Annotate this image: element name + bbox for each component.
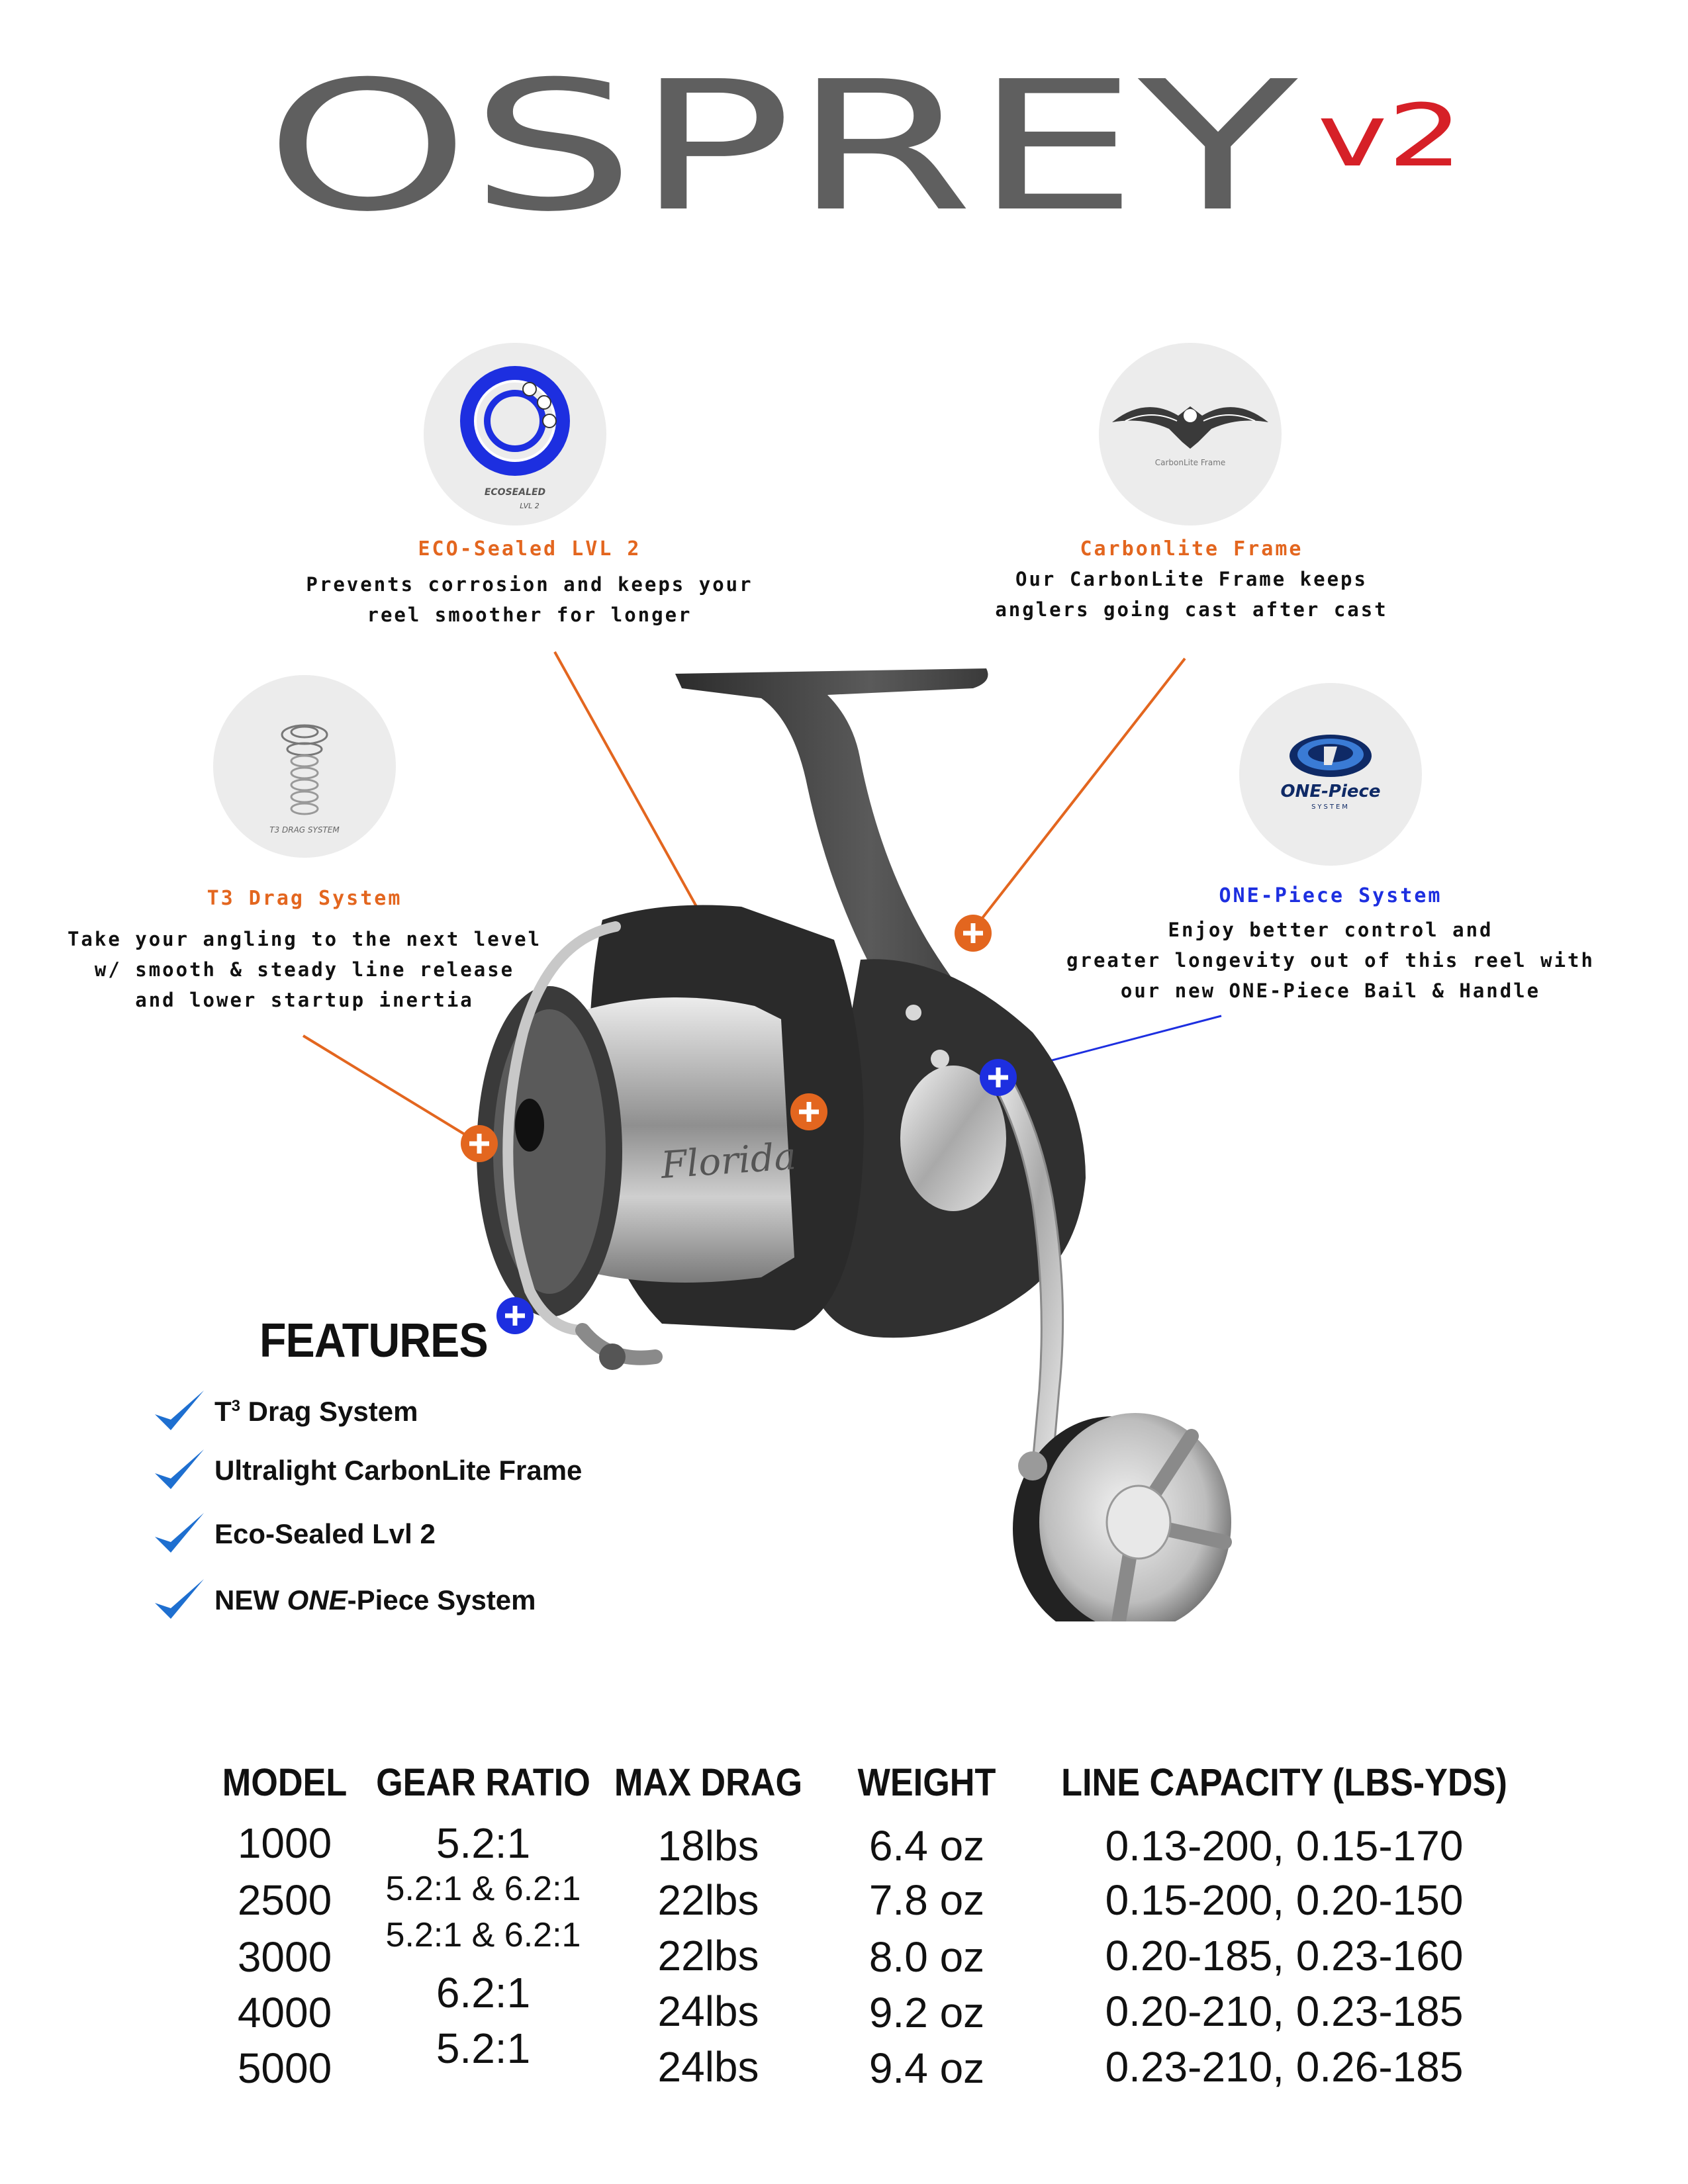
table-cell-model: 2500 (237, 1876, 332, 1924)
feature-item: T3 Drag System (151, 1385, 418, 1438)
onepiece-line: our new ONE-Piece Bail & Handle (1120, 979, 1541, 1002)
features-heading: FEATURES (259, 1314, 489, 1367)
drag-knob (515, 1099, 544, 1152)
carbon-line: Our CarbonLite Frame keeps (1015, 568, 1368, 590)
table-cell-weight: 9.2 oz (868, 1989, 985, 2036)
carbon-badge: CarbonLite Frame (1099, 343, 1282, 525)
checkmark-icon (155, 1579, 204, 1619)
screw-icon (931, 1050, 949, 1068)
rotor-cap (900, 1066, 1006, 1211)
table-cell-gear: 5.2:1 (436, 1819, 531, 1867)
table-cell-weight: 9.4 oz (868, 2044, 985, 2092)
table-cell-gear: 6.2:1 (436, 1969, 531, 2017)
table-cell-drag: 18lbs (657, 1822, 759, 1870)
header-line-capacity: LINE CAPACITY (LBS-YDS) (1061, 1761, 1507, 1804)
eco-title: ECO-Sealed LVL 2 (418, 537, 641, 561)
onepiece-badge-sub: SYSTEM (1311, 803, 1350, 811)
onepiece-logo-icon: ONE-Piece SYSTEM (1280, 735, 1381, 811)
reel-spool (576, 997, 794, 1283)
feature-label: NEW ONE-Piece System (214, 1584, 536, 1615)
table-cell-weight: 7.8 oz (868, 1876, 985, 1924)
version-label: v2 (1317, 85, 1463, 186)
feature-label: T3 Drag System (214, 1396, 418, 1427)
screw-icon (906, 1005, 921, 1021)
handle-pivot (1018, 1451, 1047, 1480)
eco-description: Prevents corrosion and keeps your reel s… (238, 569, 821, 630)
checkmark-icon (155, 1390, 204, 1430)
table-cell-capacity: 0.23-210, 0.26-185 (1105, 2043, 1464, 2091)
t3-line: Take your angling to the next level (67, 928, 542, 950)
table-cell-model: 4000 (237, 1989, 332, 2036)
drag-washers-icon: T3 DRAG SYSTEM (269, 724, 340, 835)
feature-label: Ultralight CarbonLite Frame (214, 1455, 583, 1486)
plus-marker-bail[interactable] (496, 1297, 534, 1334)
table-cell-capacity: 0.13-200, 0.15-170 (1105, 1822, 1464, 1870)
brand-title: OSPREY (265, 42, 1301, 251)
table-cell-weight: 8.0 oz (868, 1933, 985, 1981)
handle-arm (984, 1068, 1064, 1467)
table-cell-capacity: 0.15-200, 0.20-150 (1105, 1876, 1464, 1924)
carbon-description: Our CarbonLite Frame keeps anglers going… (900, 564, 1483, 625)
table-cell-drag: 24lbs (657, 2043, 759, 2091)
plus-marker-onepiece[interactable] (980, 1059, 1017, 1096)
spool-brand-text: Florida (659, 1135, 797, 1187)
table-cell-gear: 5.2:1 (436, 2025, 531, 2072)
t3-badge: T3 DRAG SYSTEM (213, 675, 396, 858)
carbon-leader-line (972, 657, 1186, 931)
table-cell-capacity: 0.20-185, 0.23-160 (1105, 1932, 1464, 1979)
table-cell-drag: 22lbs (657, 1932, 759, 1979)
table-cell-gear: 5.2:1 & 6.2:1 (385, 1916, 581, 1954)
spool-face-inner (493, 1009, 606, 1294)
t3-title: T3 Drag System (207, 887, 402, 910)
table-cell-drag: 24lbs (657, 1987, 759, 2035)
feature-item: Eco-Sealed Lvl 2 (151, 1508, 436, 1561)
bail-roller (599, 1343, 626, 1370)
header-weight: WEIGHT (857, 1761, 996, 1804)
feature-item: Ultralight CarbonLite Frame (151, 1444, 582, 1497)
title-logo: OSPREY v2 (265, 42, 1463, 251)
onepiece-line: Enjoy better control and (1168, 919, 1493, 941)
feature-item: NEW ONE-Piece System (151, 1574, 536, 1627)
eco-badge: ECOSEALED LVL 2 (424, 343, 606, 525)
bearing-icon: ECOSEALED LVL 2 (460, 366, 570, 510)
handle-knob-cap (1105, 1484, 1172, 1560)
table-cell-weight: 6.4 oz (868, 1822, 985, 1870)
header-gear-ratio: GEAR RATIO (376, 1761, 590, 1804)
plus-marker-carbon[interactable] (955, 915, 992, 952)
eco-badge-text: ECOSEALED (485, 487, 545, 498)
osprey-bird-icon: CarbonLite Frame (1112, 406, 1268, 467)
t3-line: and lower startup inertia (135, 989, 474, 1011)
header-max-drag: MAX DRAG (614, 1761, 803, 1804)
eco-badge-level: LVL 2 (520, 502, 539, 510)
t3-line: w/ smooth & steady line release (94, 958, 515, 981)
table-cell-gear: 5.2:1 & 6.2:1 (385, 1870, 581, 1908)
plus-marker-t3[interactable] (461, 1125, 498, 1162)
carbon-line: anglers going cast after cast (995, 598, 1388, 621)
t3-badge-text: T3 DRAG SYSTEM (269, 825, 340, 835)
onepiece-title: ONE-Piece System (1219, 884, 1442, 907)
bail-wire (502, 921, 621, 1336)
header-model: MODEL (222, 1761, 348, 1804)
table-cell-drag: 22lbs (657, 1876, 759, 1924)
carbon-badge-text: CarbonLite Frame (1155, 458, 1226, 467)
table-cell-capacity: 0.20-210, 0.23-185 (1105, 1987, 1464, 2035)
onepiece-badge: ONE-Piece SYSTEM (1239, 683, 1422, 866)
table-cell-model: 1000 (237, 1819, 332, 1867)
carbon-title: Carbonlite Frame (1080, 537, 1303, 561)
table-cell-model: 5000 (237, 2044, 332, 2092)
feature-label: Eco-Sealed Lvl 2 (214, 1518, 436, 1549)
onepiece-badge-text: ONE-Piece (1280, 782, 1380, 801)
checkmark-icon (155, 1449, 204, 1489)
eco-line: reel smoother for longer (367, 604, 692, 626)
reel-illustration: Florida (302, 651, 1232, 1621)
table-cell-model: 3000 (237, 1933, 332, 1981)
onepiece-leader-line (1019, 1015, 1222, 1070)
eco-line: Prevents corrosion and keeps your (306, 573, 753, 596)
plus-marker-eco[interactable] (790, 1093, 827, 1130)
t3-leader-line (302, 1034, 478, 1143)
onepiece-line: greater longevity out of this reel with (1066, 949, 1595, 972)
onepiece-description: Enjoy better control and greater longevi… (1039, 915, 1622, 1006)
t3-description: Take your angling to the next level w/ s… (13, 924, 596, 1015)
checkmark-icon (155, 1513, 204, 1553)
